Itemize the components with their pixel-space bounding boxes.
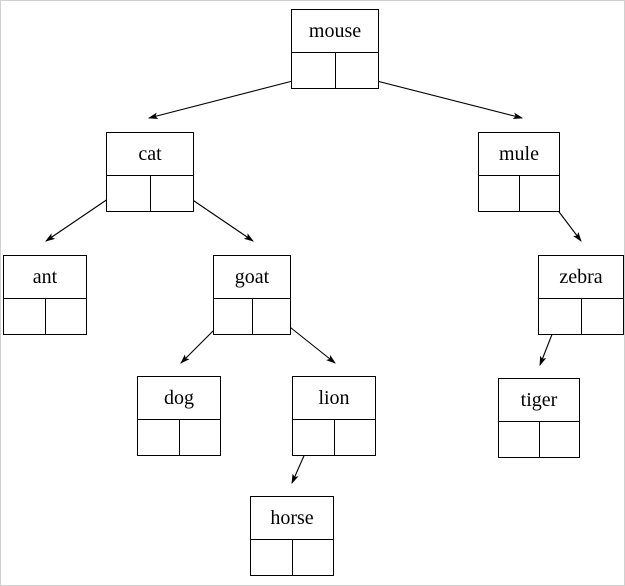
tree-node-left-pointer: [293, 420, 335, 455]
tree-node-left-pointer: [292, 53, 336, 88]
tree-node-pointer-cells: [539, 299, 623, 334]
tree-node-right-pointer: [519, 176, 559, 211]
tree-node-right-pointer: [581, 299, 623, 334]
tree-node-dog: dog: [137, 376, 221, 456]
tree-node-left-pointer: [4, 299, 46, 334]
tree-node-label: horse: [251, 497, 333, 540]
tree-node-label: mouse: [292, 10, 378, 53]
tree-node-right-pointer: [150, 176, 193, 211]
tree-node-cat: cat: [106, 132, 194, 212]
tree-node-right-pointer: [252, 299, 290, 334]
tree-node-right-pointer: [45, 299, 86, 334]
tree-node-ant: ant: [3, 255, 87, 335]
tree-node-tiger: tiger: [498, 378, 580, 458]
tree-node-pointer-cells: [479, 176, 559, 211]
tree-node-right-pointer: [539, 422, 579, 457]
tree-node-right-pointer: [335, 53, 378, 88]
tree-node-mule: mule: [478, 132, 560, 212]
tree-node-lion: lion: [292, 376, 376, 456]
tree-edge-mouse-mule: [356, 75, 524, 120]
tree-node-pointer-cells: [293, 420, 375, 455]
tree-node-pointer-cells: [251, 540, 333, 575]
tree-node-left-pointer: [539, 299, 582, 334]
tree-node-goat: goat: [213, 255, 291, 335]
tree-node-label: ant: [4, 256, 86, 299]
tree-node-label: goat: [214, 256, 290, 299]
tree-node-label: tiger: [499, 379, 579, 422]
tree-node-pointer-cells: [4, 299, 86, 334]
tree-edge-mouse-cat: [147, 75, 313, 119]
tree-node-mouse: mouse: [291, 9, 379, 89]
tree-node-horse: horse: [250, 496, 334, 576]
tree-node-pointer-cells: [292, 53, 378, 88]
tree-node-pointer-cells: [138, 420, 220, 455]
tree-node-label: cat: [107, 133, 193, 176]
tree-node-right-pointer: [334, 420, 375, 455]
tree-node-right-pointer: [292, 540, 333, 575]
tree-node-left-pointer: [479, 176, 520, 211]
tree-node-right-pointer: [179, 420, 220, 455]
tree-node-left-pointer: [214, 299, 253, 334]
tree-node-left-pointer: [499, 422, 540, 457]
tree-node-pointer-cells: [499, 422, 579, 457]
tree-node-label: zebra: [539, 256, 623, 299]
tree-node-label: mule: [479, 133, 559, 176]
tree-node-pointer-cells: [107, 176, 193, 211]
tree-node-label: lion: [293, 377, 375, 420]
tree-node-label: dog: [138, 377, 220, 420]
tree-node-pointer-cells: [214, 299, 290, 334]
tree-node-zebra: zebra: [538, 255, 624, 335]
tree-node-left-pointer: [251, 540, 293, 575]
tree-node-left-pointer: [138, 420, 180, 455]
tree-node-left-pointer: [107, 176, 151, 211]
